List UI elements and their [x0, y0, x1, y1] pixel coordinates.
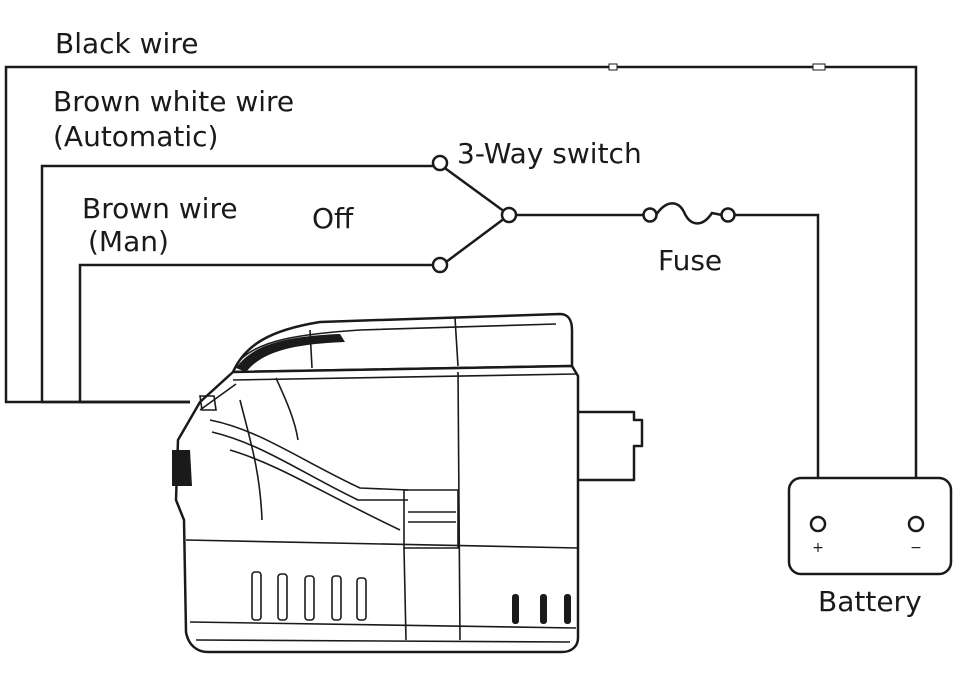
battery-positive-label: + — [812, 540, 824, 556]
label-man: (Man) — [88, 225, 169, 258]
label-three-way-switch: 3-Way switch — [457, 137, 642, 170]
battery-negative-terminal — [907, 515, 925, 533]
battery-icon — [787, 476, 953, 576]
fuse-terminal-right — [720, 207, 736, 223]
fuse-terminal-left — [642, 207, 658, 223]
label-brown-white-wire: Brown white wire — [53, 85, 295, 118]
fuse-icon — [654, 202, 723, 225]
black-wire-splice-1 — [608, 63, 618, 71]
fuse-to-battery-wire — [734, 213, 820, 518]
switch-terminal-manual — [431, 256, 449, 274]
black-wire-splice-2 — [812, 63, 826, 71]
battery-positive-terminal — [809, 515, 827, 533]
label-automatic: (Automatic) — [53, 120, 219, 153]
label-battery: Battery — [818, 585, 922, 618]
switch-terminal-automatic — [431, 154, 449, 172]
switch-arm-manual — [441, 216, 506, 267]
label-off: Off — [312, 202, 354, 235]
label-black-wire: Black wire — [55, 27, 199, 60]
label-fuse: Fuse — [658, 244, 723, 277]
battery-negative-label: − — [910, 540, 922, 556]
label-brown-wire: Brown wire — [82, 192, 238, 225]
bilge-pump-icon — [172, 312, 644, 654]
brown-wire — [78, 263, 436, 404]
switch-arm-automatic — [441, 164, 506, 214]
switch-terminal-common — [500, 206, 518, 224]
